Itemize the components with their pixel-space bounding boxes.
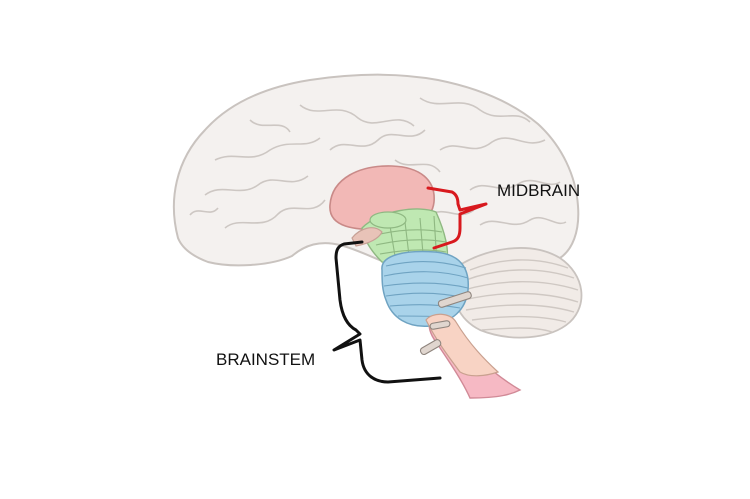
cerebellum [452,247,583,339]
brainstem-structure [329,165,522,399]
superior-colliculus [369,211,407,229]
midbrain-bracket [426,186,488,250]
cranial-nerves [419,291,472,356]
cerebellum-shape [452,247,583,339]
pons [381,250,469,327]
brainstem-label: BRAINSTEM [216,350,315,369]
midbrain-label: MIDBRAIN [497,181,580,200]
cerebellum-folia [463,259,579,333]
medulla [425,313,500,377]
brainstem-bracket [332,240,442,384]
